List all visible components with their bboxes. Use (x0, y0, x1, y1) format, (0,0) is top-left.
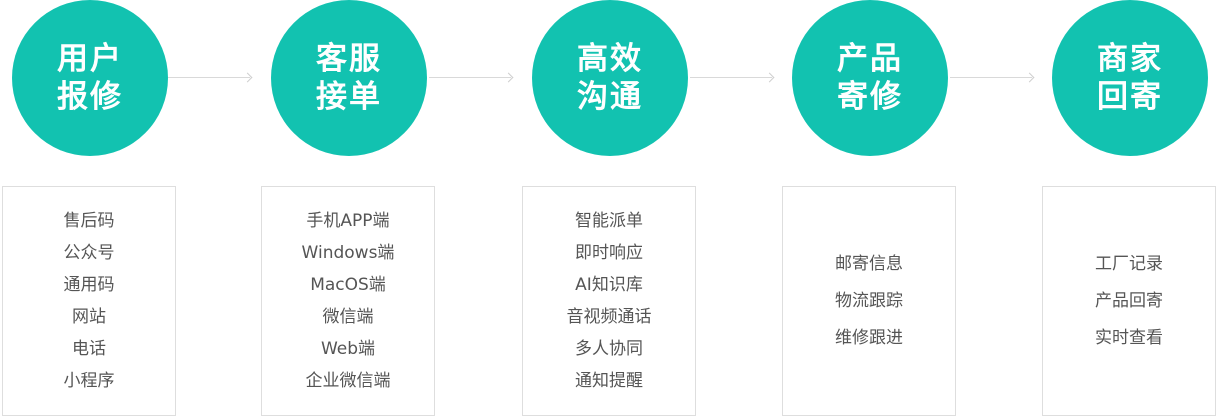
flow-arrow-icon (429, 77, 511, 78)
step-detail-box: 手机APP端 Windows端 MacOS端 微信端 Web端 企业微信端 (261, 186, 435, 416)
list-item: 企业微信端 (305, 371, 391, 391)
step-circle: 客服 接单 (271, 0, 427, 156)
step-detail-box: 工厂记录 产品回寄 实时查看 (1042, 186, 1216, 416)
list-item: 智能派单 (575, 211, 643, 231)
list-item: 小程序 (63, 371, 115, 391)
list-item: 即时响应 (575, 243, 643, 263)
list-item: 工厂记录 (1095, 253, 1163, 274)
step-product-repair-shipping: 产品 寄修 邮寄信息 物流跟踪 维修跟进 (782, 0, 958, 418)
list-item: Windows端 (301, 243, 395, 263)
list-item: 邮寄信息 (835, 253, 903, 274)
list-item: 产品回寄 (1095, 290, 1163, 311)
step-circle: 用户 报修 (12, 0, 168, 156)
step-detail-box: 智能派单 即时响应 AI知识库 音视频通话 多人协同 通知提醒 (522, 186, 696, 416)
list-item: 多人协同 (575, 339, 643, 359)
step-user-report: 用户 报修 售后码 公众号 通用码 网站 电话 小程序 (2, 0, 178, 418)
flow-arrow-icon (168, 77, 250, 78)
step-title-line2: 接单 (316, 79, 382, 115)
step-title-line1: 客服 (316, 41, 382, 77)
step-merchant-return: 商家 回寄 工厂记录 产品回寄 实时查看 (1042, 0, 1218, 418)
list-item: 通知提醒 (575, 371, 643, 391)
flow-arrow-icon (950, 77, 1032, 78)
step-detail-box: 售后码 公众号 通用码 网站 电话 小程序 (2, 186, 176, 416)
step-title-line2: 寄修 (837, 79, 903, 115)
list-item: MacOS端 (310, 275, 386, 295)
step-detail-box: 邮寄信息 物流跟踪 维修跟进 (782, 186, 956, 416)
step-circle: 商家 回寄 (1052, 0, 1208, 156)
step-service-accept: 客服 接单 手机APP端 Windows端 MacOS端 微信端 Web端 企业… (261, 0, 437, 418)
step-title-line1: 商家 (1097, 41, 1163, 77)
list-item: Web端 (320, 339, 376, 359)
step-efficient-communication: 高效 沟通 智能派单 即时响应 AI知识库 音视频通话 多人协同 通知提醒 (522, 0, 698, 418)
step-title-line2: 沟通 (577, 79, 643, 115)
list-item: 网站 (72, 307, 106, 327)
list-item: 公众号 (63, 243, 115, 263)
list-item: 微信端 (322, 307, 374, 327)
list-item: 电话 (72, 339, 106, 359)
flow-arrow-icon (690, 77, 772, 78)
step-title-line2: 报修 (57, 79, 123, 115)
list-item: 物流跟踪 (835, 290, 903, 311)
list-item: 维修跟进 (835, 327, 903, 348)
step-title-line1: 产品 (837, 41, 903, 77)
list-item: 实时查看 (1095, 327, 1163, 348)
step-circle: 高效 沟通 (532, 0, 688, 156)
list-item: 音视频通话 (566, 307, 652, 327)
list-item: AI知识库 (575, 275, 643, 295)
list-item: 售后码 (63, 211, 115, 231)
list-item: 通用码 (63, 275, 115, 295)
list-item: 手机APP端 (306, 211, 390, 231)
step-circle: 产品 寄修 (792, 0, 948, 156)
step-title-line1: 用户 (57, 41, 123, 77)
step-title-line1: 高效 (577, 41, 643, 77)
step-title-line2: 回寄 (1097, 79, 1163, 115)
